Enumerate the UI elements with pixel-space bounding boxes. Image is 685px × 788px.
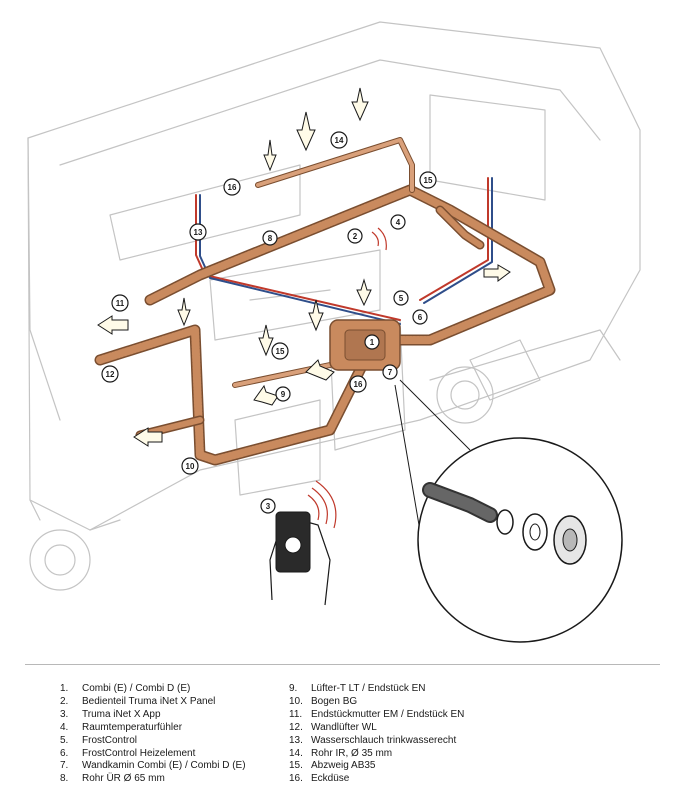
svg-text:15: 15	[424, 176, 433, 185]
detail-zoom-circle	[394, 379, 623, 643]
callout-16-upper: 16	[223, 178, 241, 196]
svg-text:16: 16	[228, 183, 237, 192]
diagram-svg: 1 2 3 4 5 6 7 8 9 10 11 12 13 14 15 15 1…	[27, 21, 641, 643]
heating-installation-diagram: 1 2 3 4 5 6 7 8 9 10 11 12 13 14 15 15 1…	[27, 21, 641, 643]
callout-2: 2	[347, 228, 363, 244]
callout-8: 8	[262, 230, 278, 246]
callout-5: 5	[393, 290, 409, 306]
legend-item: 11.Endstückmutter EM / Endstück EN	[289, 708, 465, 720]
legend-item: 10.Bogen BG	[289, 695, 358, 707]
water-hoses	[195, 177, 493, 325]
legend-item: 3.Truma iNet X App	[60, 708, 161, 720]
svg-text:10: 10	[186, 462, 195, 471]
legend-item: 16.Eckdüse	[289, 773, 350, 785]
callout-4: 4	[390, 214, 406, 230]
legend-divider	[25, 664, 660, 665]
app-phone-illustration	[269, 227, 387, 606]
svg-text:6: 6	[418, 313, 423, 322]
legend-column-right: 9.Lüfter-T LT / Endstück EN 10.Bogen BG …	[289, 683, 464, 786]
warm-air-arrows	[97, 87, 511, 447]
legend-item: 5.FrostControl	[60, 734, 138, 746]
heating-ducts	[94, 137, 556, 466]
legend-item: 1.Combi (E) / Combi D (E)	[60, 683, 191, 694]
legend-item: 9.Lüfter-T LT / Endstück EN	[289, 683, 426, 694]
callout-10: 10	[181, 457, 199, 475]
svg-text:12: 12	[106, 370, 115, 379]
legend-item: 6.FrostControl Heizelement	[60, 747, 196, 759]
callout-15-lower: 15	[271, 342, 289, 360]
callout-12: 12	[101, 365, 119, 383]
callout-9: 9	[275, 386, 291, 402]
svg-text:13: 13	[194, 228, 203, 237]
legend-item: 14.Rohr IR, Ø 35 mm	[289, 747, 393, 759]
callout-14: 14	[330, 131, 348, 149]
callout-6: 6	[412, 309, 428, 325]
callout-13: 13	[189, 223, 207, 241]
wifi-signal-icon	[307, 494, 320, 521]
svg-text:8: 8	[268, 234, 273, 243]
svg-text:16: 16	[354, 380, 363, 389]
callout-16-lower: 16	[349, 375, 367, 393]
legend-item: 13.Wasserschlauch trinkwasserecht	[289, 734, 457, 746]
callout-1: 1	[364, 334, 380, 350]
legend-item: 4.Raumtemperaturfühler	[60, 721, 183, 733]
svg-text:11: 11	[116, 299, 125, 308]
svg-text:3: 3	[266, 502, 271, 511]
legend-item: 12.Wandlüfter WL	[289, 721, 377, 733]
legend-item: 8.Rohr ÜR Ø 65 mm	[60, 773, 165, 785]
legend-item: 15.Abzweig AB35	[289, 760, 376, 772]
callout-7: 7	[382, 364, 398, 380]
callout-15-upper: 15	[419, 171, 437, 189]
svg-text:5: 5	[399, 294, 404, 303]
legend-item: 7.Wandkamin Combi (E) / Combi D (E)	[60, 760, 246, 772]
svg-text:15: 15	[276, 347, 285, 356]
svg-text:7: 7	[388, 368, 393, 377]
svg-text:9: 9	[281, 390, 286, 399]
svg-text:4: 4	[396, 218, 401, 227]
svg-text:14: 14	[335, 136, 344, 145]
callout-3: 3	[260, 498, 276, 514]
legend-item: 2.Bedienteil Truma iNet X Panel	[60, 695, 216, 707]
legend-column-left: 1.Combi (E) / Combi D (E) 2.Bedienteil T…	[60, 683, 246, 786]
svg-text:2: 2	[353, 232, 358, 241]
callout-11: 11	[111, 294, 129, 312]
svg-text:1: 1	[370, 338, 375, 347]
